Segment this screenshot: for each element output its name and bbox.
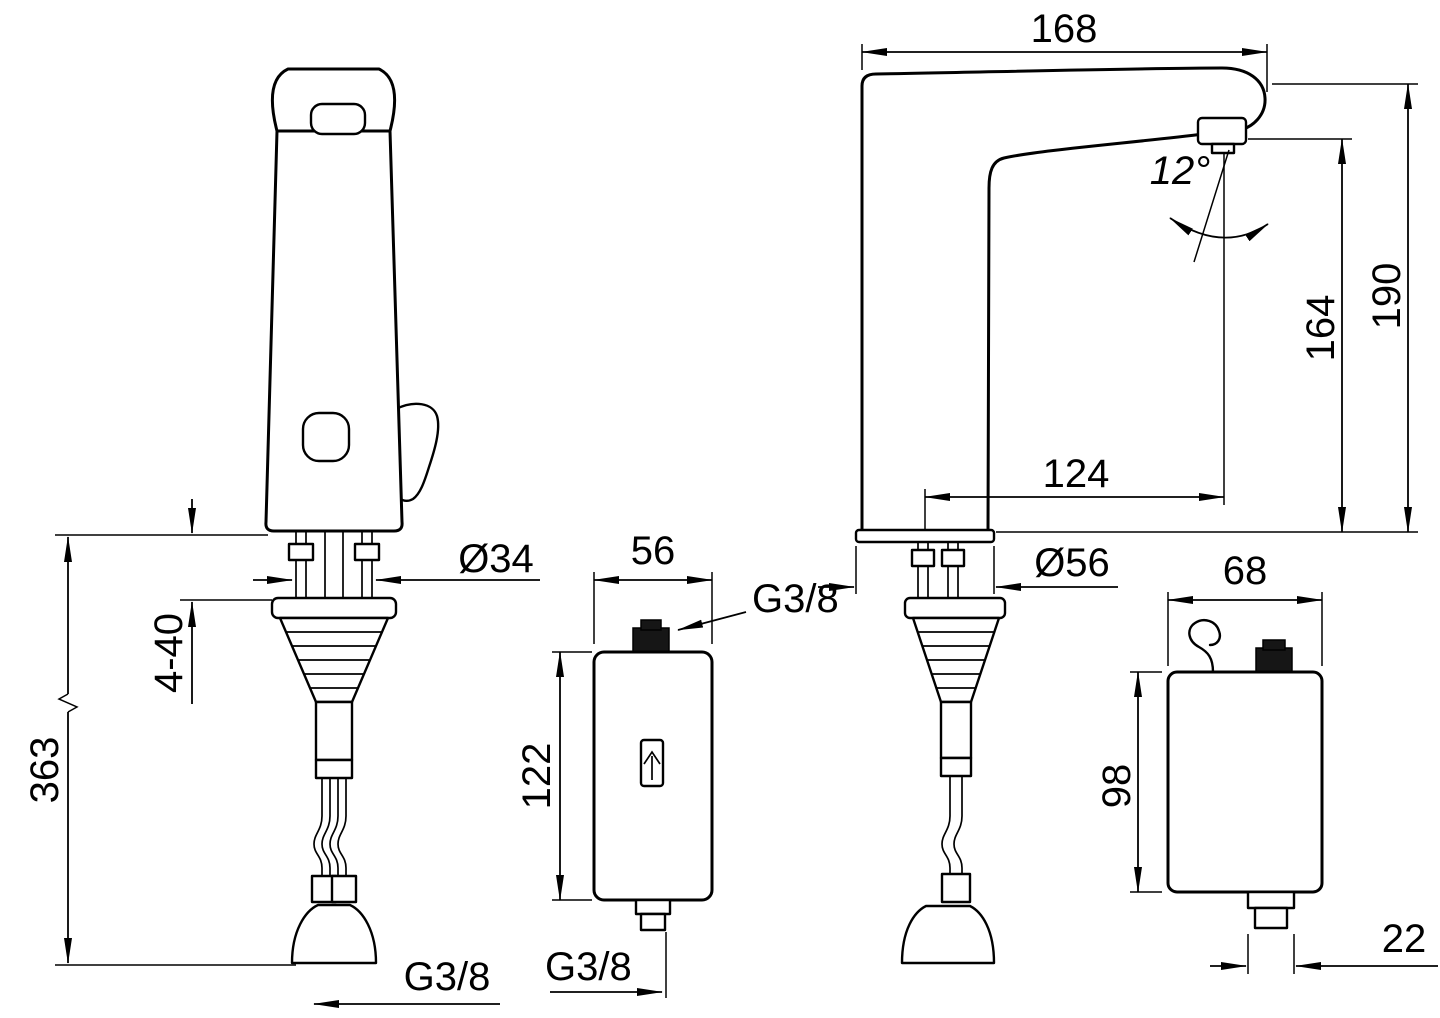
mounting-nut-left bbox=[287, 542, 315, 562]
sensor-window bbox=[301, 411, 351, 463]
box-inlet-connector-tip bbox=[640, 619, 662, 631]
box-side-outlet-nipple bbox=[1253, 906, 1289, 930]
dim-label-12deg: 12° bbox=[1150, 149, 1211, 193]
side-hose-connector bbox=[940, 872, 972, 904]
control-box-side-dimensions: 68 98 22 bbox=[1095, 549, 1438, 974]
faucet-front-view bbox=[264, 67, 440, 965]
faucet-body bbox=[264, 129, 404, 533]
dim-363-break bbox=[57, 693, 79, 713]
side-inlet-fitting-bell bbox=[900, 904, 996, 965]
side-escutcheon-flange bbox=[903, 596, 1007, 620]
spray-axis-tilted bbox=[1193, 149, 1230, 263]
faucet-aerator bbox=[309, 102, 367, 136]
dim-label-56: 56 bbox=[631, 529, 676, 573]
mounting-nut-right bbox=[353, 542, 381, 562]
flow-direction-arrow-icon bbox=[643, 750, 661, 780]
dim-label-o34: Ø34 bbox=[458, 537, 534, 581]
box-outlet-connector bbox=[634, 898, 672, 916]
box-side-inlet-connector-tip bbox=[1262, 639, 1286, 651]
control-box-side-body bbox=[1166, 670, 1324, 894]
dim-label-g38-box-bottom: G3/8 bbox=[545, 945, 632, 989]
dim-label-190: 190 bbox=[1365, 263, 1409, 330]
side-escutcheon-ribs bbox=[918, 631, 994, 689]
box-side-outlet-connector bbox=[1246, 890, 1296, 910]
escutcheon-flange bbox=[270, 596, 398, 620]
angle-arc bbox=[1169, 217, 1269, 242]
side-hose-adapter bbox=[939, 756, 973, 778]
hose-connector-right bbox=[330, 874, 358, 904]
dim-label-4-40: 4-40 bbox=[147, 613, 191, 693]
faucet-side-view bbox=[854, 66, 1267, 965]
inlet-shanks bbox=[295, 531, 373, 600]
control-box-front-view bbox=[592, 619, 714, 932]
dim-label-22: 22 bbox=[1382, 917, 1427, 961]
box-inlet-connector bbox=[632, 627, 670, 655]
spout-outlet bbox=[1196, 116, 1248, 146]
dim-label-122: 122 bbox=[515, 743, 559, 810]
spout-aerator-nub bbox=[1210, 142, 1236, 155]
dim-label-363: 363 bbox=[23, 737, 67, 804]
dim-label-g38-box-top: G3/8 bbox=[752, 577, 839, 621]
shank-tube bbox=[314, 700, 354, 762]
inlet-fitting-bell bbox=[290, 903, 378, 965]
box-side-inlet-connector bbox=[1255, 647, 1293, 675]
side-mounting-nut-left bbox=[910, 548, 936, 568]
side-shank-tube bbox=[939, 700, 973, 760]
dim-label-124: 124 bbox=[1043, 452, 1110, 496]
dim-label-168: 168 bbox=[1031, 7, 1098, 51]
inlet-hoses bbox=[313, 778, 347, 878]
dim-label-98: 98 bbox=[1095, 764, 1139, 809]
leader-g38-box-top bbox=[677, 611, 747, 631]
control-box-side-view bbox=[1166, 619, 1324, 930]
dim-label-o56: Ø56 bbox=[1034, 541, 1110, 585]
faucet-side-body bbox=[860, 66, 1267, 534]
hose-adapter bbox=[314, 758, 354, 780]
faucet-side-dimensions: 168 12° 190 164 124 Ø56 bbox=[818, 7, 1418, 594]
dim-label-g38-front: G3/8 bbox=[404, 955, 491, 999]
dim-label-68: 68 bbox=[1223, 549, 1268, 593]
dim-label-164: 164 bbox=[1299, 295, 1343, 362]
temperature-lever bbox=[394, 402, 440, 502]
side-mounting-nut-right bbox=[940, 548, 966, 568]
faucet-front-dimensions: 4-40 363 Ø34 G3/8 bbox=[23, 499, 540, 1008]
side-inlet-hose bbox=[941, 776, 963, 876]
escutcheon-ribs bbox=[286, 631, 382, 689]
faucet-base bbox=[854, 528, 996, 544]
control-box-front-dimensions: 56 G3/8 122 G3/8 bbox=[515, 529, 839, 998]
side-inlet-shanks bbox=[917, 542, 959, 604]
mounting-hook bbox=[1188, 619, 1222, 674]
box-outlet-nipple bbox=[639, 912, 667, 932]
